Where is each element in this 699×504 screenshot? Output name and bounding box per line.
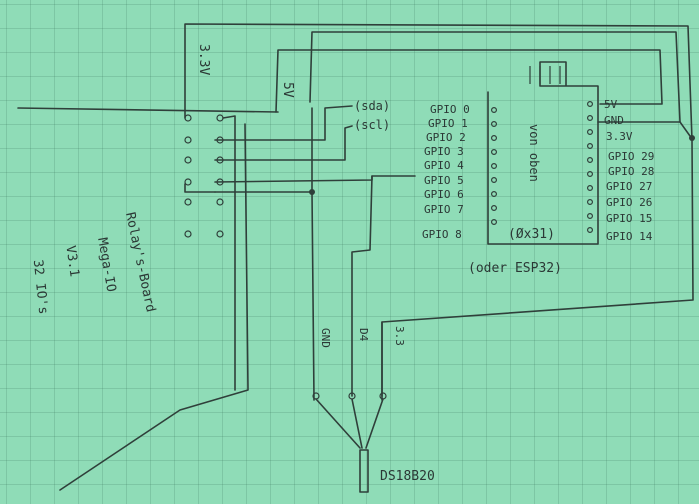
gpio-right-1: GPIO 28: [608, 165, 654, 178]
header-pins-right: [216, 114, 224, 238]
mcu-board-outline: [487, 61, 599, 245]
board-name-text: Rolay's-Board Mega-IO V3.1 32 IO's: [30, 211, 158, 315]
wire-pin-bridge: [184, 183, 216, 193]
wire-scl: [214, 125, 353, 161]
board-line3: V3.1: [62, 245, 81, 278]
gpio-right-4: GPIO 15: [606, 212, 652, 225]
gnd-return-wire: [679, 121, 691, 137]
label-right-33v: 3.3V: [606, 130, 633, 143]
board-line2: Mega-IO: [94, 237, 118, 294]
label-sensor-d4: D4: [357, 328, 370, 342]
sensor-legs: [315, 398, 384, 449]
gpio-right-5: GPIO 14: [606, 230, 653, 243]
gnd-wire: [309, 31, 681, 123]
header-pins-left: [184, 114, 192, 238]
board-right-wire: [59, 123, 249, 491]
label-3v3-top: 3.3V: [196, 44, 211, 75]
label-von-oben: von oben: [527, 124, 541, 182]
board-line1: Rolay's-Board: [122, 211, 158, 314]
gpio-right-2: GPIO 27: [606, 180, 652, 193]
board-line4: 32 IO's: [30, 259, 51, 315]
wire-sda: [214, 105, 353, 141]
mcu-pins-left: [491, 106, 498, 226]
gpio-left-5: GPIO 5: [424, 174, 464, 187]
label-sensor-gnd: GND: [319, 328, 332, 348]
gpio-left-4: GPIO 4: [424, 159, 464, 172]
gpio-left-labels: GPIO 0 GPIO 1 GPIO 2 GPIO 3 GPIO 4 GPIO …: [422, 103, 470, 241]
gpio-right-3: GPIO 26: [606, 196, 652, 209]
gpio-right-labels: GPIO 29 GPIO 28 GPIO 27 GPIO 26 GPIO 15 …: [606, 150, 654, 243]
sensor-body: [359, 449, 369, 493]
mcu-pins-right: [586, 100, 593, 234]
gpio-right-0: GPIO 29: [608, 150, 654, 163]
inner-5v-wire: [275, 49, 663, 113]
wire-3v3-header: [222, 115, 236, 391]
gpio-left-3: GPIO 3: [424, 145, 464, 158]
gpio-left-6: GPIO 6: [424, 188, 464, 201]
label-scl: (scl): [354, 118, 390, 132]
wire-gnd-header: [214, 107, 313, 193]
wire-sensor-gnd: [311, 191, 315, 401]
sensor-pin-3v3: [379, 392, 387, 400]
board-top-edge: [17, 107, 279, 113]
label-right-5v: 5V: [604, 98, 618, 111]
wire-sensor-d4: [351, 175, 373, 397]
gpio-left-7: GPIO 7: [424, 203, 464, 216]
label-sensor-33: 3.3: [393, 326, 406, 346]
label-right-gnd: GND: [604, 114, 624, 127]
label-ds18b20: DS18B20: [380, 469, 435, 484]
gpio-left-2: GPIO 2: [426, 131, 466, 144]
usb-connector: [529, 66, 561, 84]
gpio-left-8: GPIO 8: [422, 228, 462, 241]
gpio-left-0: GPIO 0: [430, 103, 470, 116]
label-oder-esp32: (oder ESP32): [468, 261, 562, 276]
label-sda: (sda): [354, 99, 390, 113]
label-5v-top: 5V: [280, 82, 295, 98]
gpio-left-1: GPIO 1: [428, 117, 468, 130]
label-chip-id: (Øx31): [508, 227, 555, 242]
